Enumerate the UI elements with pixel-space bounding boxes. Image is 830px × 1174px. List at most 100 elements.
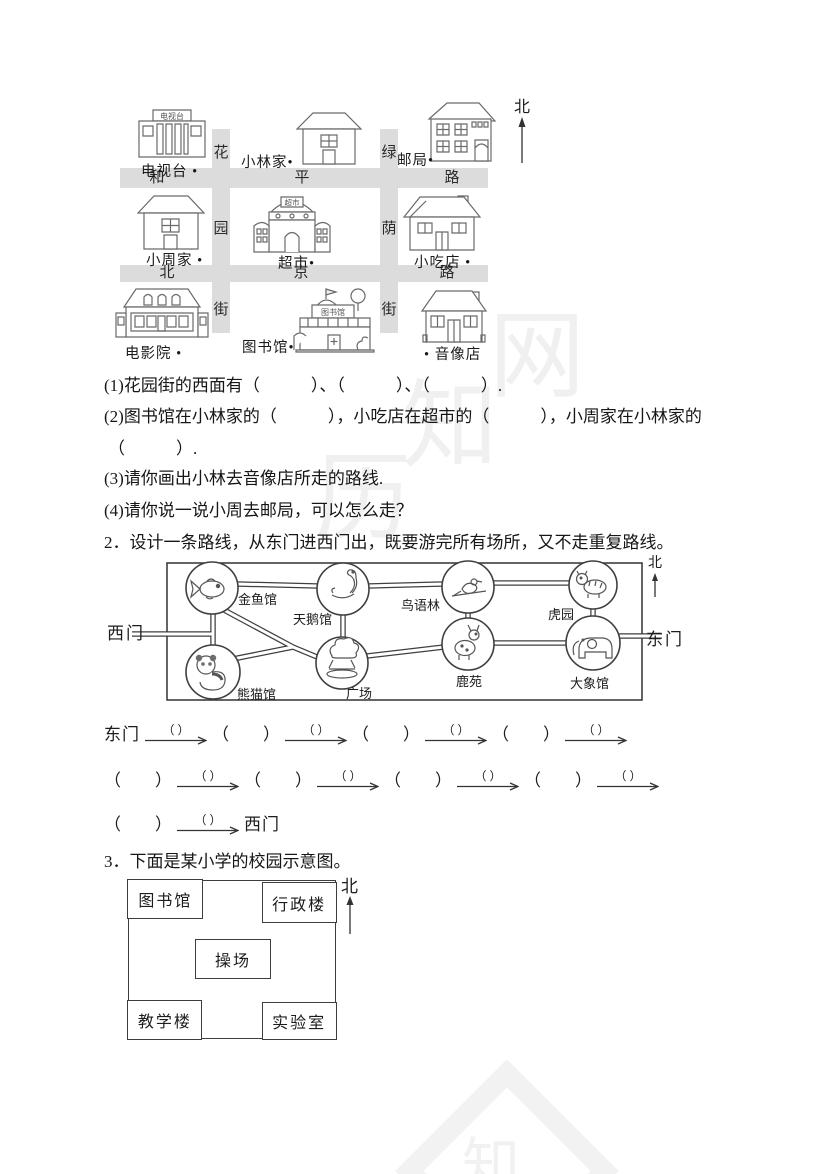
route-blank: （ ） xyxy=(524,771,592,790)
north-label: 北 xyxy=(648,556,662,571)
route-end: 西门 xyxy=(244,815,280,834)
zoo-north-indicator: 北 xyxy=(648,556,662,597)
north-label: 北 xyxy=(341,877,358,896)
room-lab: 实验室 xyxy=(261,1001,337,1040)
route-blank: （ ） xyxy=(104,815,172,834)
xiaolin-home-label: 小林家• xyxy=(241,155,294,171)
bird-icon xyxy=(451,578,487,597)
question-2: 2．设计一条路线，从东门进西门出，既要游完所有场所，又不走重复路线。 xyxy=(104,533,674,552)
street-char: 街 xyxy=(381,302,397,318)
plaza-fountain-icon xyxy=(326,637,360,679)
room-admin-building: 行政楼 xyxy=(261,882,337,923)
elephant-icon xyxy=(572,637,613,659)
svg-text:电视台: 电视台 xyxy=(160,111,184,121)
swan-hall-node xyxy=(316,562,370,616)
tiger-park-node xyxy=(568,560,618,610)
route-arrow: （ ） xyxy=(457,770,519,791)
question-3: 3．下面是某小学的校园示意图。 xyxy=(104,852,351,871)
audio-store-label: • 音像店 xyxy=(424,347,482,363)
school-north-indicator: 北 xyxy=(341,877,358,934)
tiger-icon xyxy=(575,570,607,598)
watermark-glyph-3: 网 xyxy=(489,303,585,410)
tv-station-label: 电视台 • xyxy=(141,164,199,180)
route-blank: （ ） xyxy=(492,725,560,744)
route-arrow: （ ） xyxy=(597,770,659,791)
cinema-icon xyxy=(114,285,210,342)
street-char: 路 xyxy=(439,265,455,281)
route-arrow: （ ） xyxy=(145,724,207,745)
library-label: 图书馆• xyxy=(242,340,295,356)
svg-text:图书馆: 图书馆 xyxy=(321,307,345,317)
xiaolin-home-icon xyxy=(296,109,362,165)
snack-shop-icon xyxy=(402,192,482,251)
goldfish-hall-node xyxy=(185,561,239,615)
street-char: 北 xyxy=(159,265,175,281)
route-row-3: （ ） （ ） 西门 xyxy=(104,810,280,835)
swan-hall-label: 天鹅馆 xyxy=(293,612,333,627)
deer-garden-label: 鹿苑 xyxy=(456,674,483,689)
street-lvyin-street xyxy=(380,129,398,333)
watermark-bottom-glyph: 知 xyxy=(462,1133,521,1174)
xiaozhou-home-label: 小周家 • xyxy=(146,253,204,269)
panda-hall-label: 熊猫馆 xyxy=(237,687,277,702)
plaza-label: 广场 xyxy=(346,686,373,701)
route-row-1: 东门 （ ） （ ） （ ） （ ） （ ） （ ） （ ） xyxy=(104,720,627,745)
street-char: 绿 xyxy=(381,145,397,161)
street-map-north-indicator: 北 xyxy=(514,100,530,163)
question-1-4: (4)请你说一说小周去邮局，可以怎么走？ xyxy=(104,501,413,520)
north-label: 北 xyxy=(514,99,531,116)
room-library: 图书馆 xyxy=(127,879,204,920)
street-char: 花 xyxy=(213,145,229,161)
route-blank: （ ） xyxy=(244,771,312,790)
question-1-2-cont: （ ）. xyxy=(108,439,198,458)
snack-shop-label: 小吃店 • xyxy=(414,255,472,271)
supermarket-icon: 超市 xyxy=(251,189,333,253)
street-huayuan-street xyxy=(212,129,230,333)
street-char: 荫 xyxy=(381,221,397,237)
goldfish-hall-label: 金鱼馆 xyxy=(238,592,278,607)
west-gate-label: 西门 xyxy=(107,624,145,643)
swan-icon xyxy=(331,569,358,599)
watermark-glyph-2: 知 xyxy=(402,373,498,480)
north-arrow-icon xyxy=(346,896,353,934)
deer-icon xyxy=(454,624,480,660)
street-char: 和 xyxy=(149,170,165,186)
route-arrow: （ ） xyxy=(177,814,239,835)
school-map: 图书馆 行政楼 操场 教学楼 实验室 xyxy=(127,879,337,1040)
supermarket-label: 超市• xyxy=(278,256,316,272)
route-blank: （ ） xyxy=(104,771,172,790)
bird-forest-node xyxy=(441,560,495,614)
goldfish-icon xyxy=(189,578,225,600)
room-playground: 操场 xyxy=(195,939,271,979)
route-start: 东门 xyxy=(104,725,140,744)
tv-station-icon: 电视台 xyxy=(136,108,208,160)
svg-text:超市: 超市 xyxy=(285,197,300,207)
xiaozhou-home-icon xyxy=(137,192,205,250)
watermark-glyph-1: 历 xyxy=(315,445,411,552)
route-arrow: （ ） xyxy=(565,724,627,745)
tiger-park-label: 虎园 xyxy=(548,607,575,622)
audio-store-icon xyxy=(420,287,488,343)
cinema-label: 电影院 • xyxy=(125,346,183,362)
room-teaching-building: 教学楼 xyxy=(127,999,203,1040)
question-1-3: (3)请你画出小林去音像店所走的路线. xyxy=(104,469,384,488)
panda-icon xyxy=(195,654,226,691)
street-char: 京 xyxy=(293,265,309,281)
elephant-hall-label: 大象馆 xyxy=(570,676,610,691)
route-row-2: （ ） （ ） （ ） （ ） （ ） （ ） （ ） （ ） xyxy=(104,766,659,791)
street-char: 园 xyxy=(213,221,229,237)
question-1-1: (1)花园街的西面有（ ）、（ ）、（ ）. xyxy=(104,376,503,395)
post-office-label: 邮局• xyxy=(397,153,435,169)
bird-forest-label: 鸟语林 xyxy=(401,598,441,613)
route-arrow: （ ） xyxy=(285,724,347,745)
east-gate-label: 东门 xyxy=(646,630,684,649)
zoo-map xyxy=(132,560,662,701)
north-arrow-icon xyxy=(652,573,658,597)
route-arrow: （ ） xyxy=(425,724,487,745)
post-office-icon xyxy=(425,100,497,163)
route-blank: （ ） xyxy=(384,771,452,790)
route-arrow: （ ） xyxy=(317,770,379,791)
north-arrow-icon xyxy=(518,117,526,163)
library-icon: 图书馆 xyxy=(292,285,378,353)
